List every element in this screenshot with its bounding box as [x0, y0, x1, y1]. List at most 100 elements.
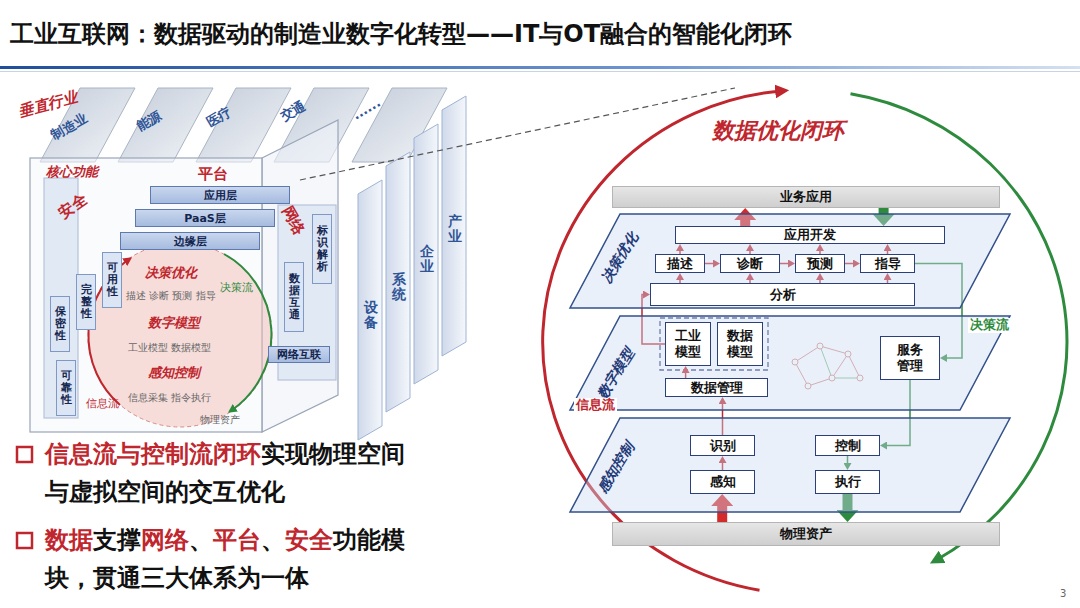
text-label: 决策流 [968, 318, 1011, 333]
drawing-part [17, 533, 32, 548]
bullet-phrase: 网络 [141, 526, 189, 554]
node-text: PaaS层 [184, 211, 226, 226]
vertical-tag: 可用性 [102, 252, 122, 308]
drawing-part [442, 96, 466, 356]
bullet-phrase: 平台 [213, 526, 261, 554]
node-text: 数据模型 [726, 328, 754, 359]
bullet-phrase: 信息流与控制流闭环 [45, 440, 261, 468]
process-box: 服务管理 [880, 336, 940, 380]
vertical-tag: 完整性 [76, 274, 96, 330]
text-label: 平台 [198, 166, 228, 183]
plane-outline [570, 418, 1010, 512]
node-text: 完整性 [81, 284, 92, 320]
process-box: 预测 [795, 254, 845, 273]
node-text: 可用性 [107, 262, 118, 298]
page-title: 工业互联网：数据驱动的制造业数字化转型——IT与OT融合的智能化闭环 [10, 18, 792, 50]
node-text: 描述 [667, 255, 693, 273]
process-box: 工业模型 [665, 322, 711, 366]
text-label: 工业模型 数据模型 [128, 342, 211, 354]
bullet-phrase: 、 [189, 526, 213, 554]
layer-band: 网络互联 [268, 346, 330, 363]
zoom-leader [300, 88, 735, 180]
node-text: 网络互联 [277, 347, 321, 362]
page-number: 3 [1060, 588, 1066, 600]
process-box: 执行 [815, 470, 880, 494]
process-box: 数据模型 [717, 322, 763, 366]
node-text: 控制 [835, 437, 861, 455]
node-text: 服务管理 [895, 342, 925, 373]
node-text: 指导 [875, 255, 901, 273]
industry-panels [40, 88, 447, 162]
layer-plane: 感知控制识别感知控制执行 [570, 418, 1010, 512]
node-text: 数据互通 [289, 273, 300, 321]
text-label: 物理资产 [200, 414, 240, 426]
node-text: 保密性 [55, 306, 66, 342]
control-flow-arrow [879, 208, 889, 214]
bar-box: 业务应用 [612, 186, 1000, 208]
drawing-part [386, 152, 410, 412]
text-label: 决策优化 [145, 266, 197, 281]
plane-shape [570, 316, 1010, 410]
text-label: 信息流 [574, 398, 617, 413]
drawing-part [118, 88, 213, 162]
layer-band: PaaS层 [135, 209, 275, 227]
node-text: 预测 [807, 255, 833, 273]
bullet-phrase: 支撑 [93, 526, 141, 554]
text-label: 感知控制 [148, 366, 200, 381]
drawing-part [358, 180, 382, 440]
cube [30, 120, 338, 432]
node-text: 标识解析 [317, 225, 328, 273]
plane-outline [570, 316, 1010, 410]
node-text: 执行 [835, 473, 861, 491]
process-box: 识别 [690, 435, 755, 456]
bullet-phrase: 安全 [285, 526, 333, 554]
layer-band: 边缘层 [120, 232, 260, 250]
plane-shape [570, 214, 1010, 308]
text-label: 核心功能 [46, 165, 98, 180]
node-text: 可靠性 [61, 370, 72, 406]
vertical-tag: 保密性 [50, 296, 70, 352]
bullet-phrase: 数据 [45, 526, 93, 554]
vertical-tag: 数据互通 [284, 262, 304, 332]
node-text: 分析 [770, 286, 796, 304]
bullet-phrase: 、 [261, 526, 285, 554]
drawing-part [414, 124, 438, 384]
process-box: 诊断 [720, 254, 780, 273]
text-label: 信息采集 指令执行 [128, 392, 211, 404]
bullet-text: 信息流与控制流闭环实现物理空间与虚拟空间的交互优化 [45, 435, 417, 511]
process-box: 应用开发 [675, 226, 945, 244]
node-text: 业务应用 [780, 188, 832, 206]
drawing-part [224, 254, 271, 410]
node-text: 物理资产 [780, 525, 832, 543]
node-text: 工业模型 [674, 328, 702, 359]
node-text: 边缘层 [174, 234, 207, 249]
process-box: 分析 [650, 283, 915, 306]
node-text: 数据管理 [691, 379, 743, 397]
drawing-part [17, 447, 32, 462]
drawing-part [0, 66, 1080, 69]
vertical-tag: 标识解析 [312, 214, 332, 284]
node-text: 识别 [710, 437, 736, 455]
layer-band: 应用层 [150, 186, 290, 204]
process-box: 数据管理 [665, 378, 768, 397]
node-text: 感知 [710, 473, 736, 491]
bullet-text: 数据支撑网络、平台、安全功能模块，贯通三大体系为一体 [45, 521, 417, 597]
layer-plane: 决策优化应用开发描述诊断预测指导分析 [570, 214, 1010, 308]
process-box: 感知 [690, 470, 755, 494]
text-label: 数据优化闭环 [712, 118, 844, 143]
text-label: 信息流 [86, 398, 119, 411]
text-label: 设备 [364, 300, 378, 331]
layer-plane: 数字模型工业模型数据模型数据管理服务管理 [570, 316, 1010, 410]
level-slabs [358, 96, 466, 440]
outer-loop [543, 91, 1067, 590]
text-label: 数字模型 [148, 316, 200, 331]
process-box: 描述 [655, 254, 705, 273]
text-label: 描述 诊断 预测 指导 [126, 290, 216, 302]
plane-shape [570, 418, 1010, 512]
header-rule [0, 66, 1080, 72]
process-box: 指导 [860, 254, 915, 273]
node-text: 诊断 [737, 255, 763, 273]
bar-box: 物理资产 [612, 522, 1000, 546]
process-box: 控制 [815, 435, 880, 456]
